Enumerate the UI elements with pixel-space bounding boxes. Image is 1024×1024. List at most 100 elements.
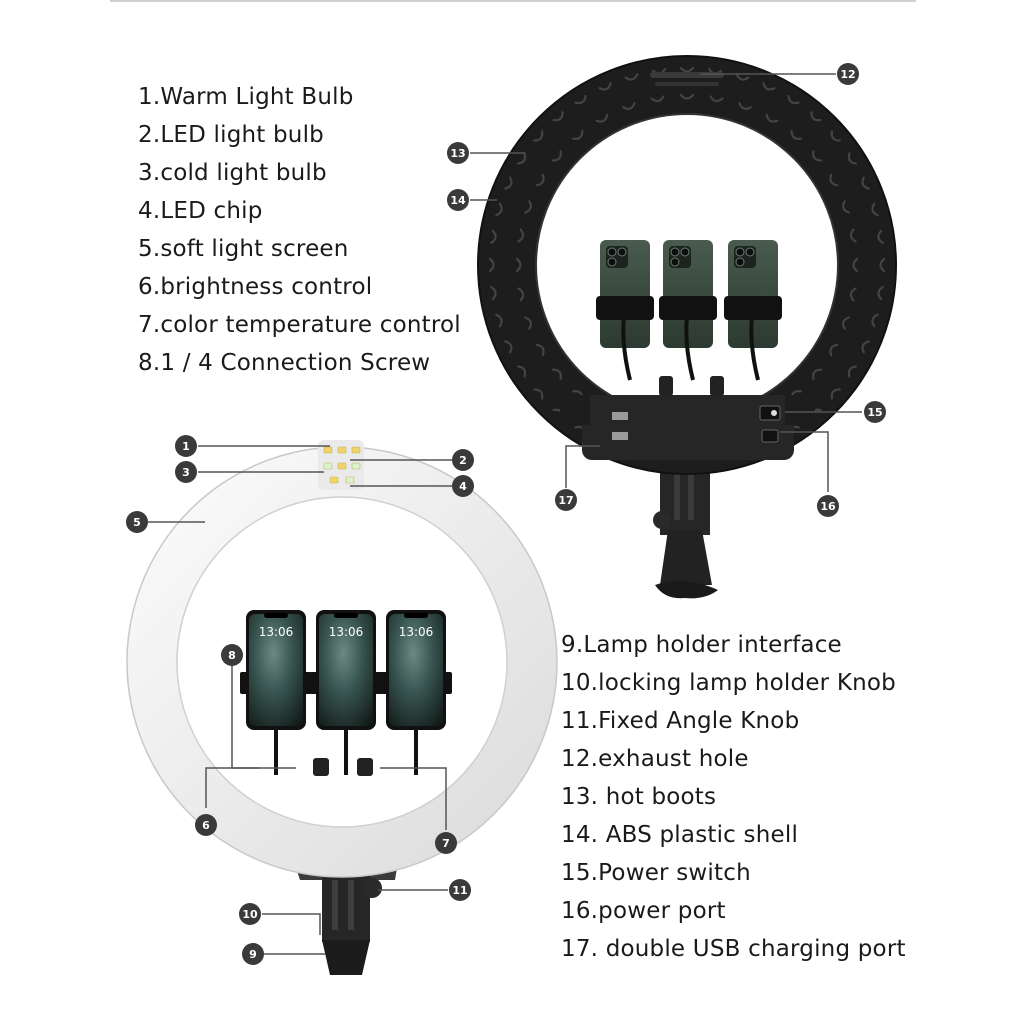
usb-port-1	[612, 412, 628, 420]
leader-lines	[148, 73, 862, 955]
ring-rib	[504, 340, 513, 354]
ring-rib	[847, 152, 858, 165]
ring-rib	[488, 257, 495, 273]
phone-notch	[264, 613, 288, 618]
ring-rib	[490, 285, 497, 301]
ring-rib	[829, 343, 839, 357]
exhaust-hole	[650, 72, 724, 78]
callout-8: 8	[221, 644, 243, 666]
svg-text:14: 14	[450, 194, 466, 207]
ring-rib	[830, 130, 841, 142]
ring-rib	[515, 257, 522, 273]
svg-text:17: 17	[558, 494, 573, 507]
legend-item: 11.Fixed Angle Knob	[561, 708, 800, 734]
legend-item: 15.Power switch	[561, 860, 751, 886]
ring-rib	[533, 130, 544, 142]
ring-rib	[552, 111, 564, 122]
ring-rib	[650, 95, 665, 103]
camera-lens	[745, 247, 755, 257]
ring-rib	[516, 152, 527, 165]
ring-rib	[517, 287, 525, 302]
ring-rib	[765, 113, 779, 123]
ring-rib	[861, 340, 870, 354]
callout-3: 3	[175, 461, 197, 483]
ring-rib	[735, 73, 750, 81]
ring-rib	[598, 82, 612, 91]
svg-text:11: 11	[452, 884, 467, 897]
callout-13: 13	[447, 142, 469, 164]
led-bulb	[323, 462, 333, 470]
ring-rib	[709, 95, 724, 103]
led-bulb	[329, 476, 339, 484]
callout-17: 17	[555, 489, 577, 511]
ring-rib	[524, 200, 532, 214]
legend-item: 8.1 / 4 Connection Screw	[138, 350, 431, 376]
ring-rib	[622, 102, 636, 110]
top-rule	[110, 0, 916, 2]
legend-item: 4.LED chip	[138, 198, 263, 224]
ring-rib	[551, 150, 562, 162]
black-phones	[596, 240, 782, 381]
ring-rib	[830, 388, 841, 400]
ring-rib	[871, 202, 879, 217]
svg-text:15: 15	[867, 406, 882, 419]
usb-port-2	[612, 432, 628, 440]
legend-item: 1.Warm Light Bulb	[138, 84, 354, 110]
legend-item: 16.power port	[561, 898, 726, 924]
legend-item: 6.brightness control	[138, 274, 373, 300]
svg-text:2: 2	[459, 454, 467, 467]
clamp-side	[380, 672, 388, 694]
led-bulb	[345, 476, 355, 484]
ring-rib	[842, 316, 850, 330]
phone-notch	[404, 613, 428, 618]
ring-rib	[490, 229, 497, 245]
ring-rib	[624, 73, 639, 81]
callout-7: 7	[435, 832, 457, 854]
legend-item: 12.exhaust hole	[561, 746, 749, 772]
legend-item: 7.color temperature control	[138, 312, 461, 338]
ring-rib	[572, 129, 584, 140]
svg-text:9: 9	[249, 948, 257, 961]
legend-item: 5.soft light screen	[138, 236, 349, 262]
clamp-side	[444, 672, 452, 694]
svg-text:8: 8	[228, 649, 236, 662]
black-stand	[653, 455, 718, 599]
led-bulb	[351, 446, 361, 454]
phone-time: 13:06	[329, 625, 364, 639]
svg-text:1: 1	[182, 440, 190, 453]
svg-text:6: 6	[202, 819, 210, 832]
ring-rib	[762, 82, 776, 91]
camera-lens	[735, 257, 745, 267]
ring-rib	[847, 365, 858, 378]
ring-rib	[524, 316, 532, 330]
callout-11: 11	[449, 879, 471, 901]
callout-1: 1	[175, 435, 197, 457]
phone-notch	[334, 613, 358, 618]
ring-rib	[849, 228, 857, 243]
ring-rib	[877, 229, 884, 245]
callout-6: 6	[195, 814, 217, 836]
led-bulb	[323, 446, 333, 454]
ring-rib	[861, 176, 870, 190]
legend-item: 3.cold light bulb	[138, 160, 327, 186]
callout-4: 4	[452, 475, 474, 497]
ring-rib	[849, 287, 857, 302]
svg-text:5: 5	[133, 516, 141, 529]
svg-text:7: 7	[442, 837, 450, 850]
ring-rib	[877, 285, 884, 301]
ring-rib	[495, 313, 503, 328]
ring-rib	[829, 173, 839, 187]
ring-rib	[517, 228, 525, 243]
ring-rib	[871, 313, 879, 328]
ring-rib	[535, 173, 545, 187]
gooseneck	[621, 307, 632, 381]
clamp-side	[310, 672, 318, 694]
legend-item: 13. hot boots	[561, 784, 717, 810]
ring-rib	[852, 257, 859, 273]
gooseneck	[749, 307, 760, 381]
ring-rib	[790, 129, 802, 140]
power-port	[761, 429, 779, 443]
camera-lens	[670, 247, 680, 257]
